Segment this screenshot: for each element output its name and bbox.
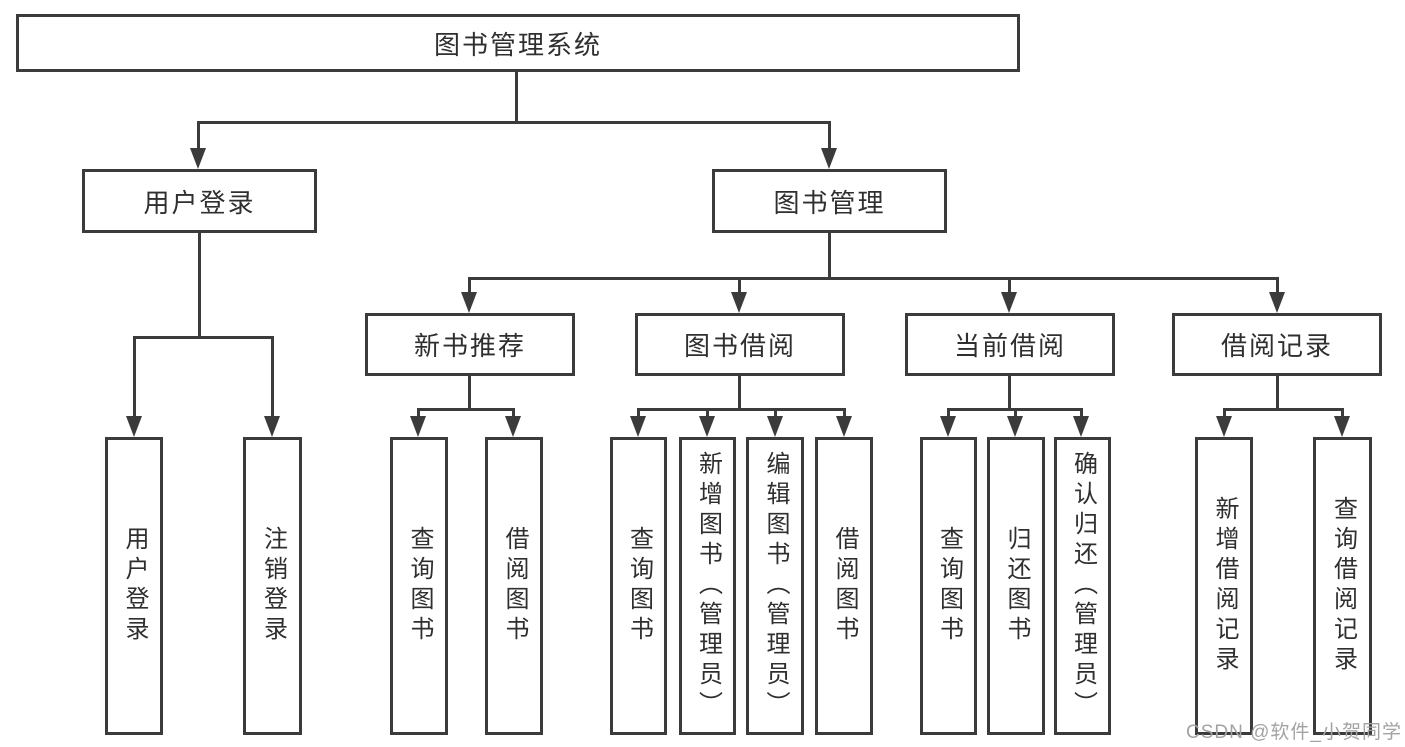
connector-to-leaf-logout	[271, 336, 274, 418]
connector-to-leaf-return	[1014, 408, 1017, 418]
leaf-borrow-book-recommend-label: 借阅图书	[501, 526, 528, 646]
connector-to-book-borrow	[738, 277, 741, 295]
leaf-borrow-book: 借阅图书	[815, 437, 873, 735]
leaf-query-book-borrow: 查询图书	[610, 437, 667, 735]
leaf-user-login-label: 用户登录	[121, 526, 148, 646]
connector-currentborrow-stem	[1008, 376, 1011, 408]
connector-to-borrow-records	[1276, 277, 1279, 295]
node-user-login: 用户登录	[82, 169, 317, 233]
connector-to-leaf-user-login	[133, 336, 136, 418]
arrowhead-current-borrow	[1001, 292, 1017, 313]
connector-to-book-mgmt	[828, 121, 831, 151]
arrowhead-leaf-confirm	[1073, 416, 1089, 437]
leaf-query-book-borrow-label: 查询图书	[625, 526, 653, 646]
connector-newbook-bar	[417, 408, 515, 411]
connector-to-leaf-confirm	[1080, 408, 1083, 418]
node-root: 图书管理系统	[16, 14, 1020, 72]
leaf-return-book: 归还图书	[987, 437, 1045, 735]
connector-to-leaf-query-b	[637, 408, 640, 418]
arrowhead-leaf-borrow-a	[505, 416, 521, 437]
connector-to-leaf-add-book	[706, 408, 709, 418]
arrowhead-leaf-user-login	[126, 416, 142, 437]
arrowhead-leaf-query-record	[1334, 416, 1350, 437]
watermark: CSDN @软件_小贺同学	[1186, 722, 1402, 743]
connector-root-stem	[515, 72, 518, 121]
leaf-borrow-book-recommend: 借阅图书	[485, 437, 543, 735]
leaf-query-borrow-record-label: 查询借阅记录	[1329, 496, 1357, 676]
connector-bookborrow-stem	[738, 376, 741, 408]
arrowhead-leaf-add-record	[1216, 416, 1232, 437]
arrowhead-leaf-return	[1007, 416, 1023, 437]
connector-to-current-borrow	[1008, 277, 1011, 295]
node-book-management: 图书管理	[712, 169, 947, 233]
connector-to-leaf-borrow-a	[512, 408, 515, 418]
node-new-book-recommend: 新书推荐	[365, 313, 575, 376]
connector-root-bar	[197, 121, 831, 124]
leaf-return-book-label: 归还图书	[1003, 526, 1030, 646]
connector-bookmgmt-stem	[828, 233, 831, 277]
leaf-logout-label: 注销登录	[259, 526, 287, 646]
leaf-query-borrow-record: 查询借阅记录	[1313, 437, 1372, 735]
leaf-confirm-return-admin-label: 确认归还（管理员）	[1069, 451, 1097, 721]
arrowhead-leaf-query-b	[630, 416, 646, 437]
connector-records-bar	[1223, 408, 1343, 411]
leaf-query-book-current: 查询图书	[920, 437, 977, 735]
connector-to-leaf-query-record	[1341, 408, 1344, 418]
arrowhead-leaf-logout	[264, 416, 280, 437]
node-current-borrow: 当前借阅	[905, 313, 1115, 376]
connector-to-user-login	[197, 121, 200, 151]
connector-newbook-stem	[468, 376, 471, 408]
leaf-query-book-recommend-label: 查询图书	[406, 526, 433, 646]
arrowhead-leaf-edit-book	[767, 416, 783, 437]
leaf-confirm-return-admin: 确认归还（管理员）	[1054, 437, 1111, 735]
leaf-add-borrow-record: 新增借阅记录	[1195, 437, 1253, 735]
leaf-add-book-admin: 新增图书（管理员）	[679, 437, 736, 735]
connector-userlogin-bar	[133, 336, 274, 339]
leaf-query-book-recommend: 查询图书	[390, 437, 448, 735]
arrowhead-leaf-add-book	[699, 416, 715, 437]
leaf-logout: 注销登录	[243, 437, 302, 735]
connector-records-stem	[1276, 376, 1279, 408]
arrowhead-new-book	[461, 292, 477, 313]
leaf-edit-book-admin-label: 编辑图书（管理员）	[762, 451, 789, 721]
connector-to-leaf-query-c	[947, 408, 950, 418]
connector-to-leaf-query-a	[417, 408, 420, 418]
arrowhead-user-login	[190, 148, 206, 169]
connector-userlogin-stem	[198, 233, 201, 336]
leaf-user-login: 用户登录	[105, 437, 163, 735]
leaf-edit-book-admin: 编辑图书（管理员）	[746, 437, 804, 735]
connector-bookborrow-bar	[637, 408, 845, 411]
leaf-add-borrow-record-label: 新增借阅记录	[1211, 496, 1238, 676]
arrowhead-leaf-query-c	[940, 416, 956, 437]
connector-to-leaf-borrow-b	[843, 408, 846, 418]
node-borrow-records: 借阅记录	[1172, 313, 1382, 376]
connector-to-leaf-add-record	[1223, 408, 1226, 418]
arrowhead-book-mgmt	[821, 148, 837, 169]
arrowhead-leaf-query-a	[410, 416, 426, 437]
leaf-borrow-book-label: 借阅图书	[831, 526, 858, 646]
leaf-add-book-admin-label: 新增图书（管理员）	[694, 451, 722, 721]
connector-bookmgmt-bar	[468, 277, 1279, 280]
arrowhead-borrow-records	[1269, 292, 1285, 313]
arrowhead-leaf-borrow-b	[836, 416, 852, 437]
connector-to-leaf-edit-book	[774, 408, 777, 418]
leaf-query-book-current-label: 查询图书	[935, 526, 963, 646]
connector-to-new-book	[468, 277, 471, 295]
node-book-borrow: 图书借阅	[635, 313, 845, 376]
arrowhead-book-borrow	[731, 292, 747, 313]
